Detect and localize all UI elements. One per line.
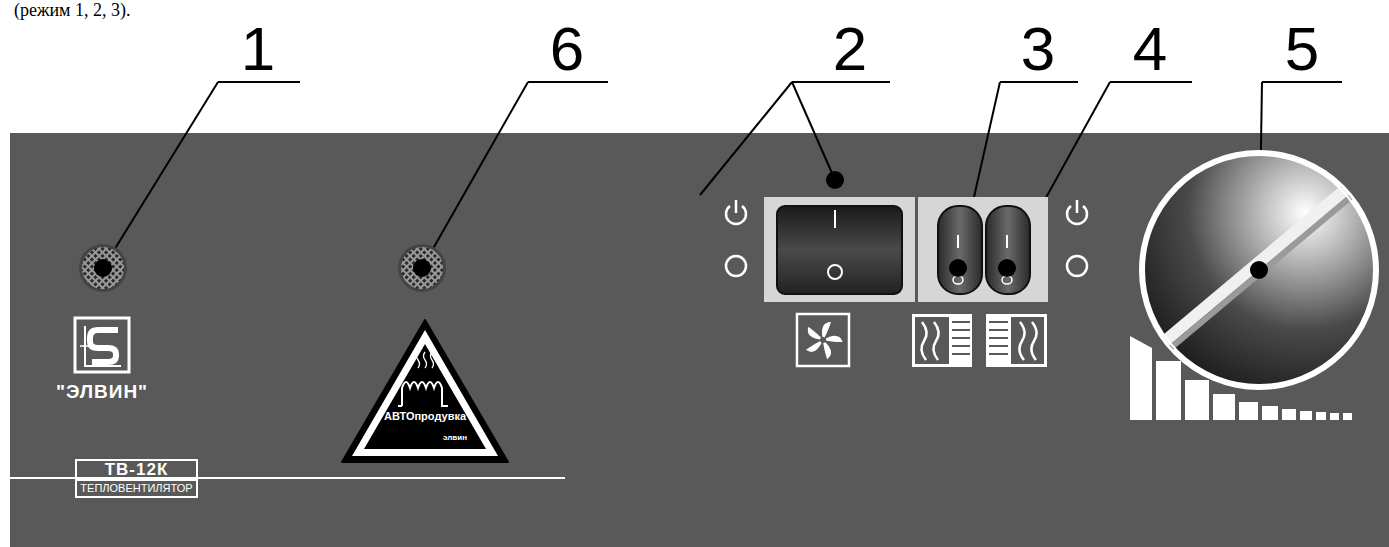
function-icons [797,314,1047,367]
triangle-outline [340,318,510,464]
indicator-lamp [398,244,446,292]
logo-mark [75,318,129,372]
toggle-switch [938,206,982,294]
toggle-switch [986,206,1030,294]
model-name: ТВ-12К [77,461,196,481]
maker-mark: элвин [340,433,510,442]
switch-plate [764,197,915,302]
rocker-switch [777,206,902,294]
callout-dot [826,171,844,189]
panel-body [10,133,1389,547]
indicator-lamp [79,244,127,292]
callout-number: 2 [805,18,895,80]
brand-name: "ЭЛВИН" [56,381,148,403]
callout-number: 1 [213,18,303,80]
power-symbols [726,200,1087,276]
warning-triangle: АВТОпродувка элвин [340,318,510,464]
callout-number: 6 [522,18,612,80]
caption-fragment: (режим 1, 2, 3). [14,0,130,21]
callout-number: 3 [993,18,1083,80]
switch-plate [918,197,1048,302]
warning-text: АВТОпродувка [340,410,510,423]
power-scale [1130,336,1352,420]
callout-number: 5 [1257,18,1347,80]
divider-line [10,477,565,479]
model-plate: ТВ-12КТЕПЛОВЕНТИЛЯТОР [75,459,198,498]
thermostat-knob [1139,150,1379,390]
callout-number: 4 [1105,18,1195,80]
model-type: ТЕПЛОВЕНТИЛЯТОР [77,481,196,496]
